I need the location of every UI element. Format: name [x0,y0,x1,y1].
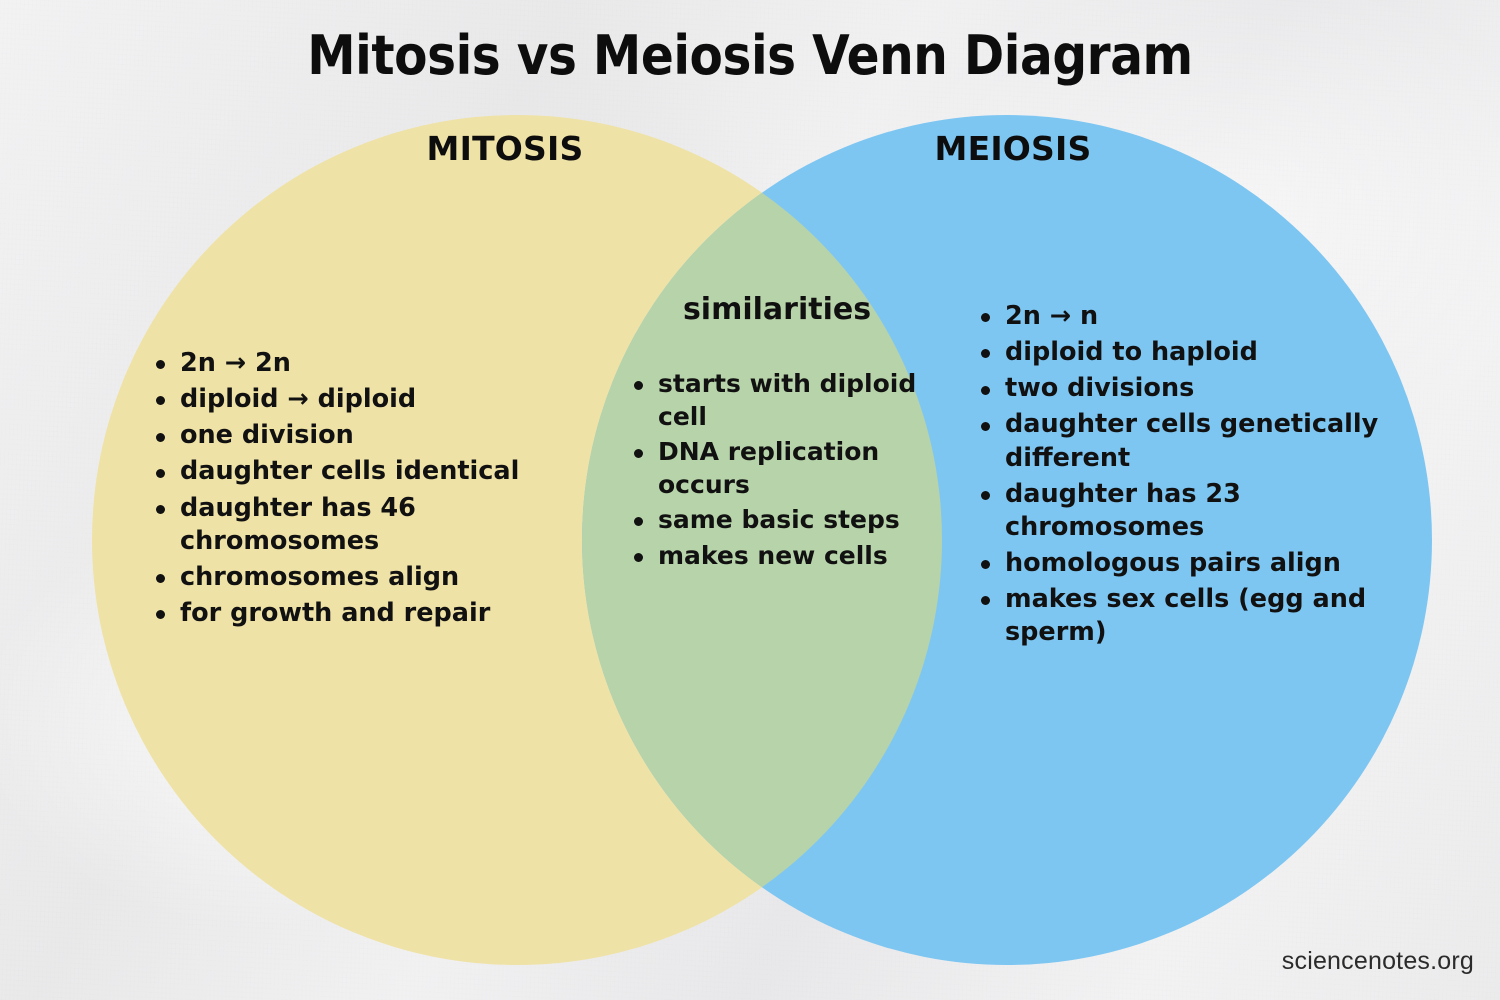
list-item: for growth and repair [150,597,570,630]
meiosis-heading: MEIOSIS [934,129,1092,168]
list-item: daughter cells genetically different [975,408,1415,474]
list-item: diploid → diploid [150,383,570,416]
page-title: Mitosis vs Meiosis Venn Diagram [307,24,1193,87]
mitosis-heading: MITOSIS [426,129,584,168]
list-item: DNA replication occurs [628,436,928,501]
list-item: daughter cells identical [150,455,570,488]
list-item: makes new cells [628,540,928,573]
meiosis-list: 2n → n diploid to haploid two divisions … [975,300,1415,652]
similarities-heading: similarities [682,292,872,327]
list-item: 2n → 2n [150,347,570,380]
list-item: same basic steps [628,504,928,537]
list-item: daughter has 23 chromosomes [975,478,1415,544]
list-item: makes sex cells (egg and sperm) [975,583,1415,649]
list-item: two divisions [975,372,1415,405]
list-item: 2n → n [975,300,1415,333]
list-item: homologous pairs align [975,547,1415,580]
list-item: one division [150,419,570,452]
list-item: diploid to haploid [975,336,1415,369]
list-item: chromosomes align [150,561,570,594]
mitosis-list: 2n → 2n diploid → diploid one division d… [150,347,570,633]
list-item: daughter has 46 chromosomes [150,492,570,558]
list-item: starts with diploid cell [628,368,928,433]
similarities-list: starts with diploid cell DNA replication… [628,368,928,575]
source-attribution: sciencenotes.org [1281,947,1474,975]
